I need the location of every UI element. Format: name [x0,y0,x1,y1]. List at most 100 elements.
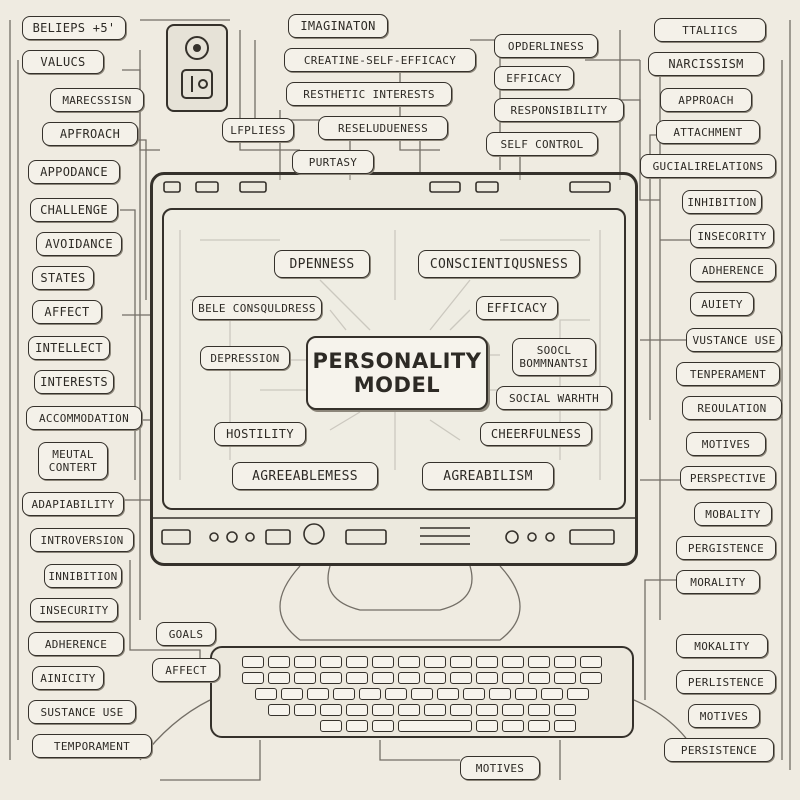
keyboard-key [398,656,420,668]
node-label: MORALITY [676,570,760,594]
node-label: ADHERENCE [690,258,776,282]
device-knobs-icon [181,36,213,99]
node-label: ADAPIABILITY [22,492,124,516]
trait-label: HOSTILITY [214,422,306,446]
keyboard-key [255,688,277,700]
keyboard-key [502,672,524,684]
keyboard-key [333,688,355,700]
keyboard-key [268,672,290,684]
node-label: AFFECT [32,300,102,324]
keyboard-key [320,704,342,716]
keyboard-key [372,672,394,684]
keyboard-key [385,688,407,700]
node-label: NARCISSISM [648,52,764,76]
node-label: ACCOMMODATION [26,406,142,430]
keyboard-key [346,704,368,716]
keyboard-key [294,672,316,684]
node-label: INSECURITY [30,598,118,622]
node-label: ADHERENCE [28,632,124,656]
keyboard-key [424,672,446,684]
node-label: LFPLIESS [222,118,294,142]
node-label: PERLISTENCE [676,670,776,694]
node-label: RESPONSIBILITY [494,98,624,122]
trait-label: BELE CONSQULDRESS [192,296,322,320]
center-title-line2: MODEL [353,373,441,397]
keyboard-key [489,688,511,700]
node-label: MEUTAL CONTERT [38,442,108,480]
keyboard-key [476,656,498,668]
keyboard [210,646,634,738]
keyboard-key [398,720,472,732]
keyboard-key [502,656,524,668]
keyboard-key [554,704,576,716]
keyboard-key [476,720,498,732]
keyboard-key [242,656,264,668]
keyboard-key [580,656,602,668]
keyboard-key [320,656,342,668]
node-label: CHALLENGE [30,198,118,222]
node-label: INTERESTS [34,370,114,394]
keyboard-key [476,672,498,684]
keyboard-key [372,656,394,668]
node-label: BELIEPS +5' [22,16,126,40]
keyboard-key [320,720,342,732]
node-label: INTELLECT [28,336,110,360]
node-label: RESELUDUENESS [318,116,448,140]
node-label: GUCIALIRELATIONS [640,154,776,178]
trait-label: DPENNESS [274,250,370,278]
node-label: PERSPECTIVE [680,466,776,490]
keyboard-key [346,672,368,684]
keyboard-key [541,688,563,700]
node-label: RESTHETIC INTERESTS [286,82,452,106]
keyboard-key [359,688,381,700]
node-label: PURTASY [292,150,374,174]
node-label: APFROACH [42,122,138,146]
trait-label: CONSCIENTIQUSNESS [418,250,580,278]
keyboard-key [346,720,368,732]
keyboard-key [476,704,498,716]
keyboard-key [450,672,472,684]
node-label: MARECSSISN [50,88,144,112]
keyboard-key [528,656,550,668]
node-label: MOBALITY [694,502,772,526]
center-title-line1: PERSONALITY [312,349,482,373]
keyboard-key [294,704,316,716]
monitor-panel-details [150,181,638,545]
trait-label: EFFICACY [476,296,558,320]
keyboard-key [567,688,589,700]
node-label: VALUCS [22,50,104,74]
node-label: MOKALITY [676,634,768,658]
keyboard-key [307,688,329,700]
keyboard-key [424,704,446,716]
control-device [166,24,228,112]
node-label: EFFICACY [494,66,574,90]
trait-label: DEPRESSION [200,346,290,370]
node-label: MOTIVES [688,704,760,728]
node-label: PERGISTENCE [676,536,776,560]
keyboard-key [502,704,524,716]
node-label: TEMPORAMENT [32,734,152,758]
node-label: SUSTANCE USE [28,700,136,724]
node-label: INNIBITION [44,564,122,588]
node-label: MOTIVES [686,432,766,456]
keyboard-key [372,720,394,732]
keyboard-key [411,688,433,700]
node-label: CREATINE-SELF-EFFICACY [284,48,476,72]
keyboard-key [424,656,446,668]
trait-label: SOCIAL WARHTH [496,386,612,410]
node-label: MOTIVES [460,756,540,780]
node-label: ATTACHMENT [656,120,760,144]
trait-label: SOOCL BOMMNANTSI [512,338,596,376]
node-label: OPDERLINESS [494,34,598,58]
node-label: IMAGINATON [288,14,388,38]
keyboard-key [372,704,394,716]
node-label: TENPERAMENT [676,362,780,386]
trait-label: CHEERFULNESS [480,422,592,446]
keyboard-key [268,704,290,716]
node-label: AVOIDANCE [36,232,122,256]
keyboard-key [268,656,290,668]
trait-label: AGREABILISM [422,462,554,490]
keyboard-key [294,656,316,668]
keyboard-key [281,688,303,700]
